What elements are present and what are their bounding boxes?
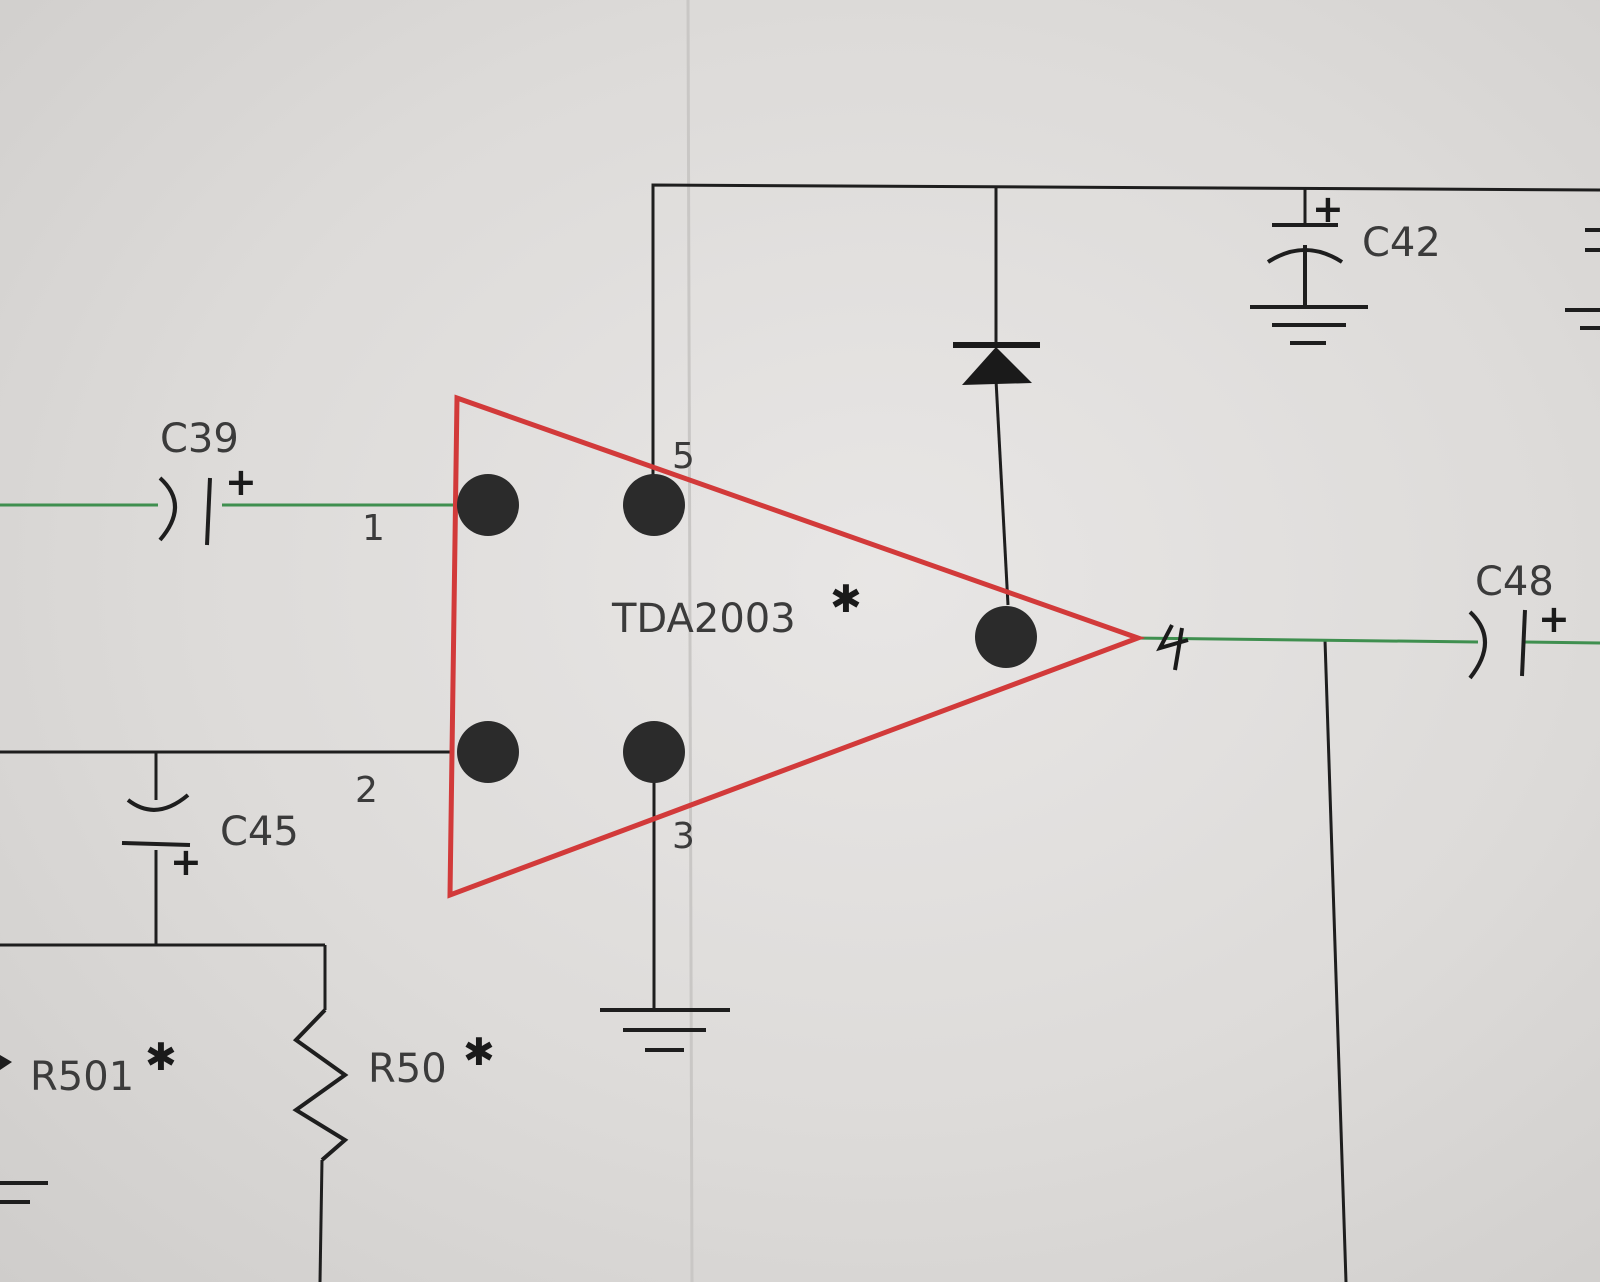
resistor-r501-arrow-icon [0, 1055, 12, 1070]
wire-output [1134, 636, 1479, 644]
ground-pin3-icon [600, 1008, 730, 1052]
signal-wires [0, 503, 1600, 645]
wire-diode-bottom [994, 379, 1010, 606]
resistor-r50-icon [292, 1008, 349, 1162]
r501-asterisk: ✱ [145, 1035, 177, 1079]
c48-plus: + [1538, 597, 1570, 641]
wire-pin5-supply [651, 183, 1600, 490]
pads [457, 474, 1037, 783]
pin3-label: 3 [672, 816, 695, 857]
pad-pin3 [623, 721, 685, 783]
r501-label: R501 [30, 1054, 134, 1100]
r50-label: R50 [368, 1046, 447, 1092]
c42-plus: + [1312, 187, 1344, 231]
pad-pin5 [623, 474, 685, 536]
c39-plus: + [225, 460, 257, 504]
capacitor-c48-icon [1468, 609, 1527, 680]
capacitor-c39-icon [158, 476, 212, 546]
paper-fold [686, 0, 694, 1282]
wire-output-right [1521, 640, 1600, 645]
black-wires [0, 183, 1600, 1282]
ground-c42-icon [1250, 305, 1368, 345]
capacitor-c45-icon [121, 793, 191, 847]
pin2-label: 2 [355, 770, 378, 811]
diode-icon [953, 342, 1040, 385]
pad-pin2 [457, 721, 519, 783]
c42-label: C42 [1362, 220, 1441, 266]
edge-ground-icon [1565, 228, 1600, 330]
c39-label: C39 [160, 416, 239, 462]
pin1-label: 1 [362, 508, 385, 549]
c48-label: C48 [1475, 559, 1554, 605]
r50-asterisk: ✱ [463, 1030, 495, 1074]
wire-output-down [1323, 639, 1348, 1282]
pad-pin4 [975, 606, 1037, 668]
capacitor-c42-icon [1266, 223, 1344, 305]
pin5-label: 5 [672, 436, 695, 477]
c45-plus: + [170, 840, 202, 884]
handwritten-pin4-mark [1156, 624, 1189, 671]
c45-label: C45 [220, 809, 299, 855]
amplifier-asterisk: ✱ [830, 577, 862, 621]
pad-pin1 [457, 474, 519, 536]
amplifier-part-label: TDA2003 [611, 596, 796, 642]
wire-r50-bottom [318, 1159, 324, 1282]
amplifier-symbol [447, 394, 1146, 899]
ground-left-icon [0, 1181, 48, 1204]
